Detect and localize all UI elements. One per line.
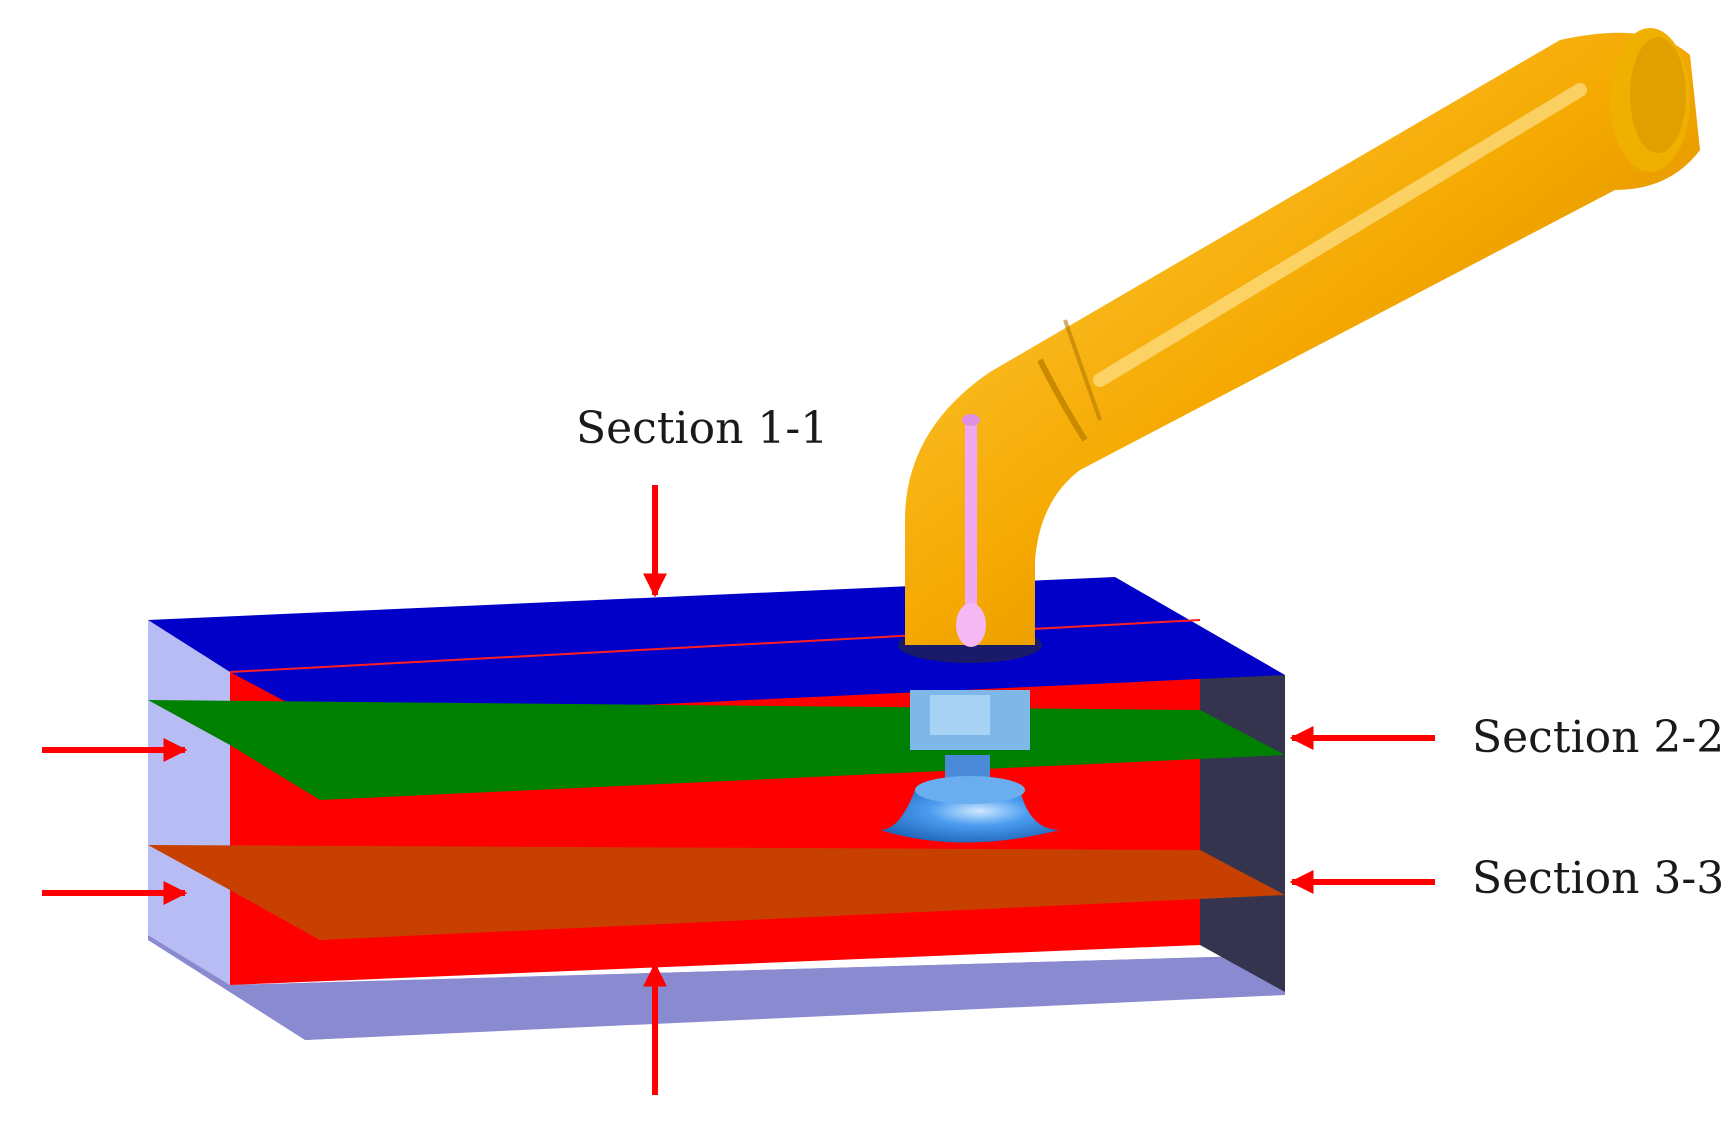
intake-pipe: [905, 28, 1700, 645]
section-1-cut-line: [229, 619, 1201, 673]
impeller-bell: [880, 790, 1060, 843]
label-section-1: Section 1-1: [576, 403, 828, 454]
section-arrows: [42, 485, 1435, 1095]
label-section-2: Section 2-2: [1472, 712, 1724, 763]
bottom-face-lower: [230, 955, 1285, 1040]
left-end-wall: [148, 620, 230, 985]
impeller: [880, 690, 1060, 843]
bottom-plane-section-3: [148, 845, 1285, 940]
label-section-3: Section 3-3: [1472, 853, 1724, 904]
tank-body: [148, 577, 1285, 1040]
pump-shaft: [956, 414, 986, 647]
